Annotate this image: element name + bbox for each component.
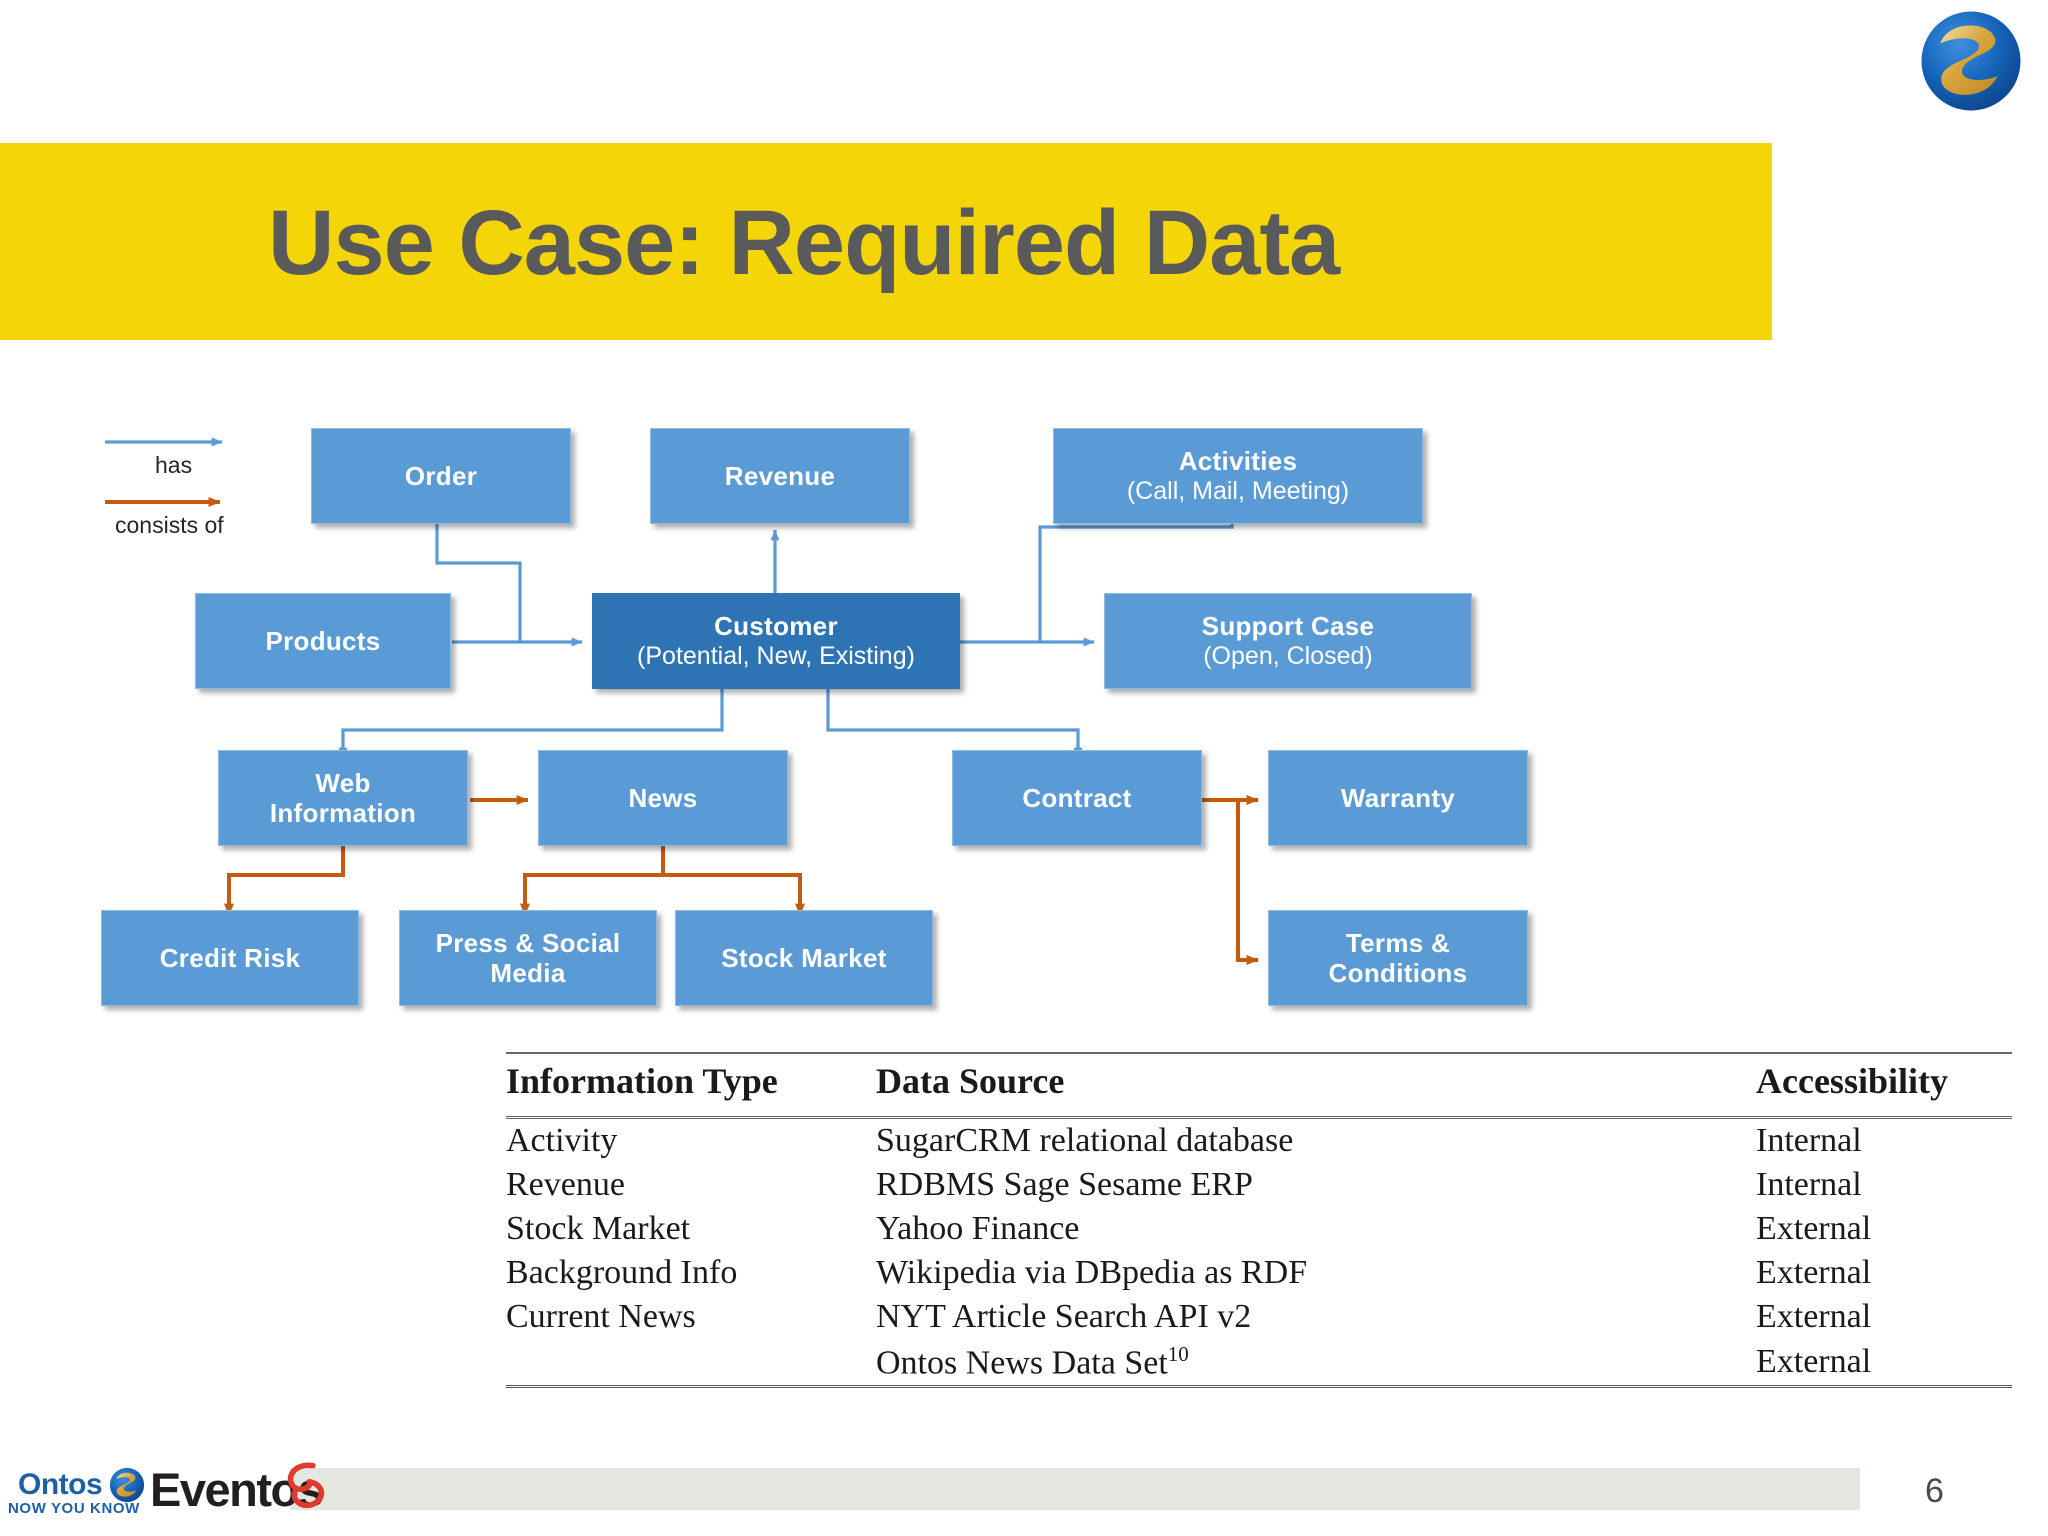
cell-accessibility: External bbox=[1756, 1254, 1872, 1291]
node-credit-risk[interactable]: Credit Risk bbox=[101, 910, 359, 1006]
node-activities[interactable]: Activities (Call, Mail, Meeting) bbox=[1053, 428, 1423, 524]
table-row: Background Info Wikipedia via DBpedia as … bbox=[506, 1251, 2012, 1295]
node-customer[interactable]: Customer (Potential, New, Existing) bbox=[592, 593, 960, 689]
table-header-row: Information Type Data Source Accessibili… bbox=[506, 1052, 2012, 1119]
diagram-connectors bbox=[105, 437, 1259, 965]
table-row: Activity SugarCRM relational database Inte… bbox=[506, 1118, 2012, 1164]
table-row: Ontos News Data Set10 External bbox=[506, 1339, 2012, 1385]
cell-data-source-footnote: 10 bbox=[1167, 1342, 1189, 1366]
entity-diagram: has consists of Order Revenue Activities… bbox=[0, 380, 2048, 1040]
cell-information-type: Activity bbox=[506, 1122, 618, 1159]
cell-data-source: RDBMS Sage Sesame ERP bbox=[876, 1166, 1253, 1203]
cell-information-type: Current News bbox=[506, 1298, 696, 1335]
cell-data-source: Ontos News Data Set10 bbox=[876, 1342, 1189, 1382]
ontos-sphere-logo-icon bbox=[1921, 11, 2021, 111]
cell-information-type bbox=[506, 1339, 876, 1385]
node-terms-conditions[interactable]: Terms & Conditions bbox=[1268, 910, 1528, 1006]
legend-label-consists-of: consists of bbox=[115, 512, 224, 538]
page-title: Use Case: Required Data bbox=[268, 192, 1340, 294]
cell-information-type: Background Info bbox=[506, 1254, 738, 1291]
title-banner bbox=[0, 143, 1772, 340]
cell-information-type: Revenue bbox=[506, 1166, 625, 1203]
footer-bar bbox=[290, 1468, 1860, 1510]
cell-information-type: Stock Market bbox=[506, 1210, 691, 1247]
table-row: Stock Market Yahoo Finance External bbox=[506, 1207, 2012, 1251]
legend-label-has: has bbox=[155, 452, 193, 478]
column-header-accessibility: Accessibility bbox=[1756, 1052, 2012, 1119]
node-order[interactable]: Order bbox=[311, 428, 571, 524]
cell-data-source: Yahoo Finance bbox=[876, 1210, 1080, 1247]
node-revenue[interactable]: Revenue bbox=[650, 428, 910, 524]
cell-accessibility: External bbox=[1756, 1298, 1872, 1335]
column-header-information-type: Information Type bbox=[506, 1052, 876, 1119]
table-bottom-rule bbox=[506, 1385, 2012, 1389]
node-products[interactable]: Products bbox=[195, 593, 451, 689]
cell-data-source: SugarCRM relational database bbox=[876, 1122, 1294, 1159]
node-support-case[interactable]: Support Case (Open, Closed) bbox=[1104, 593, 1472, 689]
page-number: 6 bbox=[1925, 1472, 1944, 1510]
cell-accessibility: External bbox=[1756, 1343, 1872, 1381]
node-warranty[interactable]: Warranty bbox=[1268, 750, 1528, 846]
node-contract[interactable]: Contract bbox=[952, 750, 1202, 846]
node-news[interactable]: News bbox=[538, 750, 788, 846]
table-row: Revenue RDBMS Sage Sesame ERP Internal bbox=[506, 1163, 2012, 1207]
cell-accessibility: External bbox=[1756, 1210, 1872, 1247]
node-stock-market[interactable]: Stock Market bbox=[675, 910, 933, 1006]
ontos-logo-text: Ontos bbox=[18, 1468, 103, 1501]
node-press-social-media[interactable]: Press & Social Media bbox=[399, 910, 657, 1006]
ontos-sphere-mark-icon bbox=[109, 1467, 145, 1503]
table-row: Current News NYT Article Search API v2 Ext… bbox=[506, 1295, 2012, 1339]
cell-accessibility: Internal bbox=[1756, 1122, 1862, 1159]
column-header-data-source: Data Source bbox=[876, 1052, 1756, 1119]
cell-data-source: Wikipedia via DBpedia as RDF bbox=[876, 1254, 1308, 1291]
cell-data-source: NYT Article Search API v2 bbox=[876, 1298, 1252, 1335]
ontos-tagline: NOW YOU KNOW bbox=[8, 1500, 140, 1517]
node-web-information[interactable]: Web Information bbox=[218, 750, 468, 846]
eventos-link-icon bbox=[287, 1462, 325, 1509]
cell-accessibility: Internal bbox=[1756, 1166, 1862, 1203]
data-source-table: Information Type Data Source Accessibili… bbox=[506, 1052, 2012, 1389]
